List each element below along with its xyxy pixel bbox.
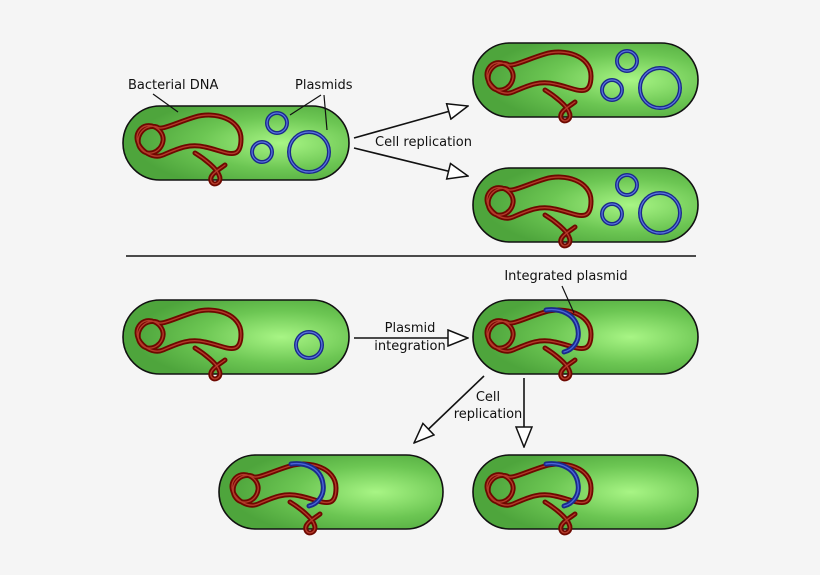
label-cell-replication-bottom-2: replication bbox=[454, 407, 523, 422]
label-plasmid-integration-2: integration bbox=[374, 339, 445, 354]
cell-daughter-bottom-2 bbox=[472, 454, 699, 533]
plasmid-large bbox=[287, 130, 331, 174]
arrow-replication-up bbox=[353, 106, 468, 139]
plasmid-small-2 bbox=[250, 140, 274, 164]
leader-integrated-plasmid bbox=[561, 285, 575, 314]
cell-with-plasmid bbox=[122, 299, 350, 379]
cell-daughter-bottom-1 bbox=[218, 454, 444, 533]
plasmid-small-2 bbox=[600, 202, 624, 226]
label-cell-replication-bottom-1: Cell bbox=[476, 390, 500, 405]
plasmid-large bbox=[638, 66, 682, 110]
leader-bacterial-dna bbox=[152, 93, 179, 113]
arrow-replication-left bbox=[414, 375, 485, 443]
cell-daughter-top-2 bbox=[472, 167, 699, 246]
arrow-replication-down bbox=[353, 147, 468, 176]
leader-plasmids-2 bbox=[323, 94, 328, 131]
plasmid-small-1 bbox=[615, 173, 639, 197]
plasmid-small-2 bbox=[600, 78, 624, 102]
label-plasmid-integration-1: Plasmid bbox=[385, 321, 436, 336]
label-cell-replication-top: Cell replication bbox=[375, 135, 472, 150]
leader-plasmids-1 bbox=[289, 94, 322, 116]
label-plasmids: Plasmids bbox=[295, 78, 353, 93]
cell-daughter-top-1 bbox=[472, 42, 699, 121]
plasmid-small-1 bbox=[615, 49, 639, 73]
cell-parent-top bbox=[122, 105, 350, 184]
plasmid-large bbox=[638, 191, 682, 235]
plasmid-single bbox=[294, 330, 324, 360]
cell-integrated bbox=[472, 299, 699, 379]
label-bacterial-dna: Bacterial DNA bbox=[128, 78, 219, 93]
label-integrated-plasmid: Integrated plasmid bbox=[504, 269, 627, 284]
plasmid-small-1 bbox=[265, 111, 289, 135]
